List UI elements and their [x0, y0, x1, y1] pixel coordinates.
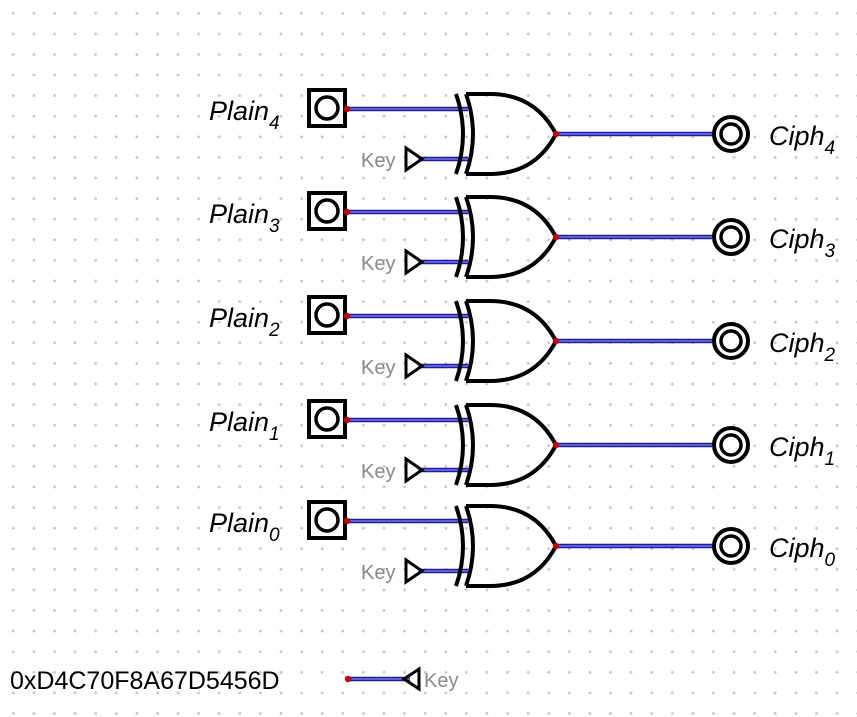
plain-endpoint: [343, 517, 351, 525]
ciph-label-subscript: 4: [825, 138, 836, 159]
key-tunnel-icon[interactable]: [401, 666, 421, 692]
key-tunnel-icon[interactable]: [404, 557, 425, 585]
plain-label-subscript: 3: [269, 216, 280, 237]
ciph-label-subscript: 2: [824, 345, 836, 366]
input-pin-icon[interactable]: [307, 88, 347, 128]
ciph-label: Ciph2: [769, 328, 836, 366]
key-tunnel-label: Key: [424, 670, 458, 692]
ciph-label-subscript: 1: [825, 449, 836, 470]
ciph-label: Ciph1: [769, 432, 835, 470]
key-constant-group: 0xD4C70F8A67D5456D Key: [10, 666, 458, 695]
key-tunnel-label: Key: [361, 357, 395, 379]
plain-label: Plain1: [209, 407, 280, 445]
xor-gate-icon[interactable]: [454, 299, 559, 383]
input-pin-icon[interactable]: [307, 500, 347, 540]
input-pin-icon[interactable]: [307, 191, 347, 231]
gate-output-endpoint: [552, 441, 560, 449]
xor-gate-icon[interactable]: [454, 504, 559, 588]
ciph-label-text: Ciph: [769, 328, 825, 358]
plain-label-text: Plain: [209, 407, 269, 437]
ciph-label-text: Ciph: [769, 121, 825, 151]
plain-label-text: Plain: [209, 96, 269, 126]
ciph-label-subscript: 3: [825, 241, 836, 262]
gate-output-endpoint: [552, 337, 560, 345]
gate-output-endpoint: [552, 130, 560, 138]
key-tunnel-label: Key: [361, 562, 395, 584]
plain-label-text: Plain: [209, 508, 269, 538]
xor-gate-icon[interactable]: [454, 92, 559, 176]
xor-gate-icon[interactable]: [454, 195, 559, 279]
plain-label-subscript: 0: [269, 525, 280, 546]
ciph-label-text: Ciph: [769, 533, 825, 563]
plain-endpoint: [343, 416, 351, 424]
plain-endpoint: [343, 208, 351, 216]
ciph-label-text: Ciph: [769, 224, 825, 254]
gate-output-endpoint: [552, 542, 560, 550]
plain-label: Plain2: [209, 303, 280, 341]
plain-label: Plain0: [209, 508, 280, 546]
gate-output-endpoint: [552, 233, 560, 241]
plain-label-subscript: 2: [268, 320, 280, 341]
input-pin-icon[interactable]: [307, 295, 347, 335]
ciph-label-text: Ciph: [769, 432, 825, 462]
input-pin-icon[interactable]: [307, 399, 347, 439]
plain-label-subscript: 1: [269, 424, 280, 445]
plain-label-subscript: 4: [269, 113, 280, 134]
ciph-label-subscript: 0: [825, 550, 836, 571]
output-pin-icon[interactable]: [712, 426, 750, 464]
key-tunnel-label: Key: [361, 150, 395, 172]
output-pin-icon[interactable]: [712, 115, 750, 153]
key-tunnel-icon[interactable]: [404, 248, 425, 276]
key-tunnel-icon[interactable]: [404, 145, 425, 173]
plain-label: Plain4: [209, 96, 280, 134]
ciph-label: Ciph4: [769, 121, 835, 159]
plain-endpoint: [343, 105, 351, 113]
output-pin-icon[interactable]: [712, 322, 750, 360]
key-constant-endpoint: [344, 675, 352, 683]
output-pin-icon[interactable]: [712, 527, 750, 565]
plain-label-text: Plain: [209, 303, 269, 333]
ciph-label: Ciph3: [769, 224, 836, 262]
xor-rows: Plain4KeyCiph4Plain3KeyCiph3Plain2KeyCip…: [209, 88, 836, 588]
plain-endpoint: [343, 312, 351, 320]
key-tunnel-label: Key: [361, 253, 395, 275]
key-constant-value[interactable]: 0xD4C70F8A67D5456D: [10, 667, 280, 695]
plain-label-text: Plain: [209, 199, 269, 229]
ciph-label: Ciph0: [769, 533, 836, 571]
plain-label: Plain3: [209, 199, 280, 237]
key-tunnel-icon[interactable]: [404, 352, 425, 380]
key-tunnel-label: Key: [361, 461, 395, 483]
xor-gate-icon[interactable]: [454, 403, 559, 487]
key-tunnel-icon[interactable]: [404, 456, 425, 484]
output-pin-icon[interactable]: [712, 218, 750, 256]
